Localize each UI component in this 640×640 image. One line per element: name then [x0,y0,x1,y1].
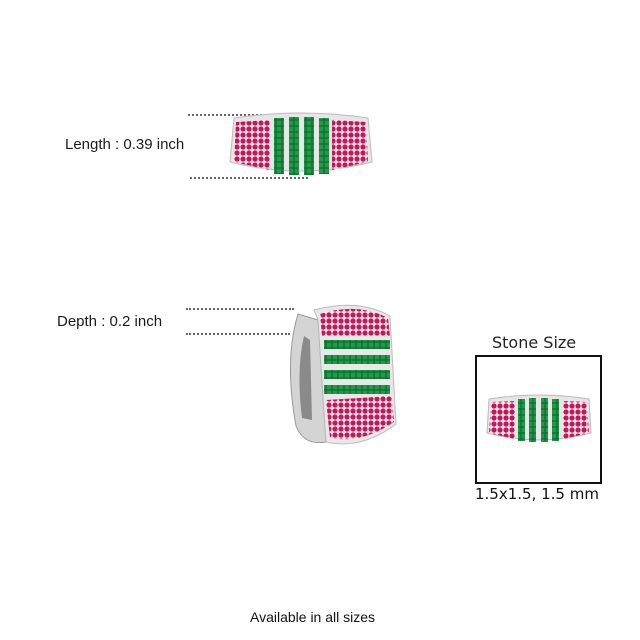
stone-size-value: 1.5x1.5, 1.5 mm [475,485,599,503]
ring-front-image [229,112,373,175]
length-label: Length : 0.39 inch [65,136,185,153]
length-top-guide [188,114,306,116]
availability-note: Available in all sizes [250,609,376,625]
length-bottom-guide [190,177,308,179]
depth-label: Depth : 0.2 inch [57,313,163,330]
ring-thumbnail-image [486,394,592,442]
depth-bottom-guide [186,333,290,335]
stone-size-frame [475,355,602,484]
depth-top-guide [186,308,294,310]
ring-side-image [289,304,397,445]
stone-size-title: Stone Size [492,333,577,352]
